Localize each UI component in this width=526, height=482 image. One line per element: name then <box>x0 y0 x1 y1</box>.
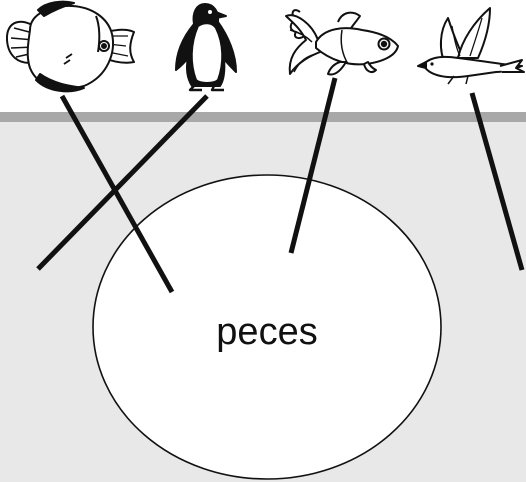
divider-bar <box>0 112 526 122</box>
category-label: peces <box>216 311 317 353</box>
